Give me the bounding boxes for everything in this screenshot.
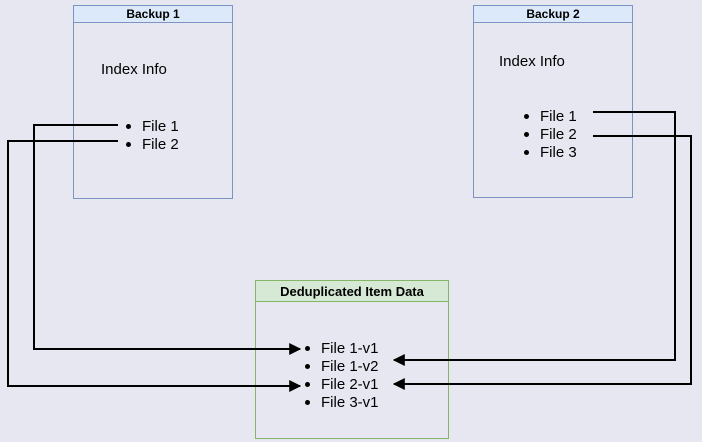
backup2-header: Backup 2: [474, 6, 632, 23]
backup2-box: Backup 2: [473, 5, 633, 198]
dedup-title: Deduplicated Item Data: [280, 283, 424, 299]
backup2-title: Backup 2: [526, 7, 580, 21]
backup1-box: Backup 1: [73, 5, 233, 199]
bullet-icon: [524, 149, 529, 155]
backup1-file-label: File 1: [142, 117, 179, 135]
dedup-header: Deduplicated Item Data: [256, 281, 448, 302]
dedup-item-label: File 1-v1: [321, 339, 379, 357]
backup1-subtitle: Index Info: [101, 61, 167, 78]
list-item: File 1-v2: [305, 357, 379, 375]
dedup-item-list: File 1-v1 File 1-v2 File 2-v1 File 3-v1: [305, 339, 379, 411]
list-item: File 1: [126, 117, 179, 135]
list-item: File 1-v1: [305, 339, 379, 357]
bullet-icon: [126, 141, 131, 147]
list-item: File 3-v1: [305, 393, 379, 411]
list-item: File 2-v1: [305, 375, 379, 393]
bullet-icon: [305, 363, 310, 369]
bullet-icon: [524, 113, 529, 119]
backup2-subtitle: Index Info: [499, 53, 565, 70]
backup2-file-label: File 2: [540, 125, 577, 143]
list-item: File 2: [126, 135, 179, 153]
bullet-icon: [305, 381, 310, 387]
dedup-item-label: File 2-v1: [321, 375, 379, 393]
bullet-icon: [305, 345, 310, 351]
backup2-file-label: File 3: [540, 143, 577, 161]
bullet-icon: [524, 131, 529, 137]
list-item: File 1: [524, 107, 577, 125]
backup2-file-list: File 1 File 2 File 3: [524, 107, 577, 161]
backup1-header: Backup 1: [74, 6, 232, 23]
bullet-icon: [126, 123, 131, 129]
backup1-file-label: File 2: [142, 135, 179, 153]
dedup-item-label: File 1-v2: [321, 357, 379, 375]
bullet-icon: [305, 399, 310, 405]
list-item: File 3: [524, 143, 577, 161]
backup1-title: Backup 1: [126, 7, 180, 21]
backup2-file-label: File 1: [540, 107, 577, 125]
list-item: File 2: [524, 125, 577, 143]
backup1-file-list: File 1 File 2: [126, 117, 179, 153]
dedup-item-label: File 3-v1: [321, 393, 379, 411]
